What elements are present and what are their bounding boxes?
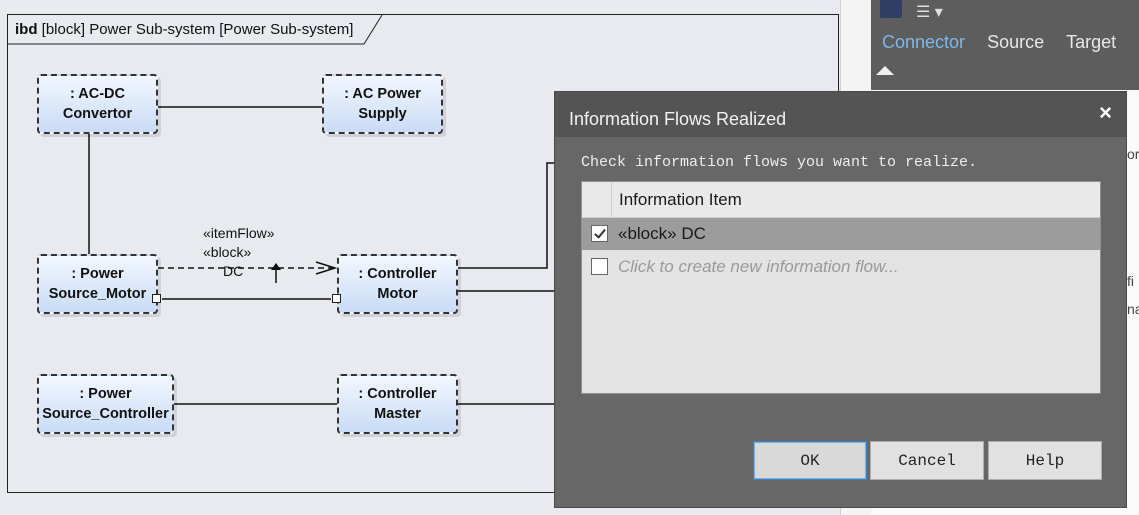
port-controller-motor[interactable]: [332, 294, 341, 303]
list-item-label: «block» DC: [618, 224, 706, 243]
panel-cut-text-1: or: [1127, 146, 1139, 162]
new-flow-placeholder[interactable]: Click to create new information flow...: [618, 257, 899, 276]
help-button[interactable]: Help: [988, 441, 1102, 480]
tab-connector[interactable]: Connector: [882, 32, 966, 52]
ok-button[interactable]: OK: [753, 441, 867, 480]
panel-cut-text-2: fi: [1127, 273, 1134, 289]
cancel-button[interactable]: Cancel: [870, 441, 984, 480]
column-header-information-item[interactable]: Information Item: [619, 190, 742, 209]
checkbox-checked[interactable]: [591, 225, 608, 242]
close-icon[interactable]: ×: [1099, 100, 1112, 125]
properties-tabs: Connector Source Target C: [871, 28, 1139, 74]
panel-cut-text-3: na: [1127, 301, 1139, 317]
tab-source[interactable]: Source: [987, 32, 1045, 52]
dialog-title: Information Flows Realized: [569, 109, 787, 129]
properties-header: [871, 0, 1139, 90]
active-tab-caret: [876, 66, 894, 75]
grid-header-checkbox-column: [582, 182, 612, 217]
new-flow-row[interactable]: Click to create new information flow...: [582, 251, 1100, 283]
menu-icon[interactable]: ☰ ▾: [916, 4, 943, 21]
tab-target[interactable]: Target: [1066, 32, 1117, 52]
dialog-instruction: Check information flows you want to real…: [581, 154, 978, 171]
grid-header: Information Item: [582, 182, 1100, 218]
item-flow-label: «itemFlow» «block» DC: [203, 225, 275, 279]
dialog-titlebar[interactable]: Information Flows Realized ×: [555, 92, 1126, 137]
connector-lines: [8, 14, 556, 405]
port-power-source-motor[interactable]: [152, 294, 161, 303]
list-item[interactable]: «block» DC: [582, 218, 1100, 250]
frame-title: ibd [block] Power Sub-system [Power Sub-…: [15, 21, 354, 38]
information-flows-dialog: Information Flows Realized × Check infor…: [554, 91, 1127, 508]
tab-more[interactable]: C: [1127, 28, 1139, 74]
information-item-grid: Information Item «block» DC Click to cre…: [581, 181, 1101, 394]
save-icon[interactable]: [880, 0, 902, 18]
checkbox-unchecked[interactable]: [591, 258, 608, 275]
